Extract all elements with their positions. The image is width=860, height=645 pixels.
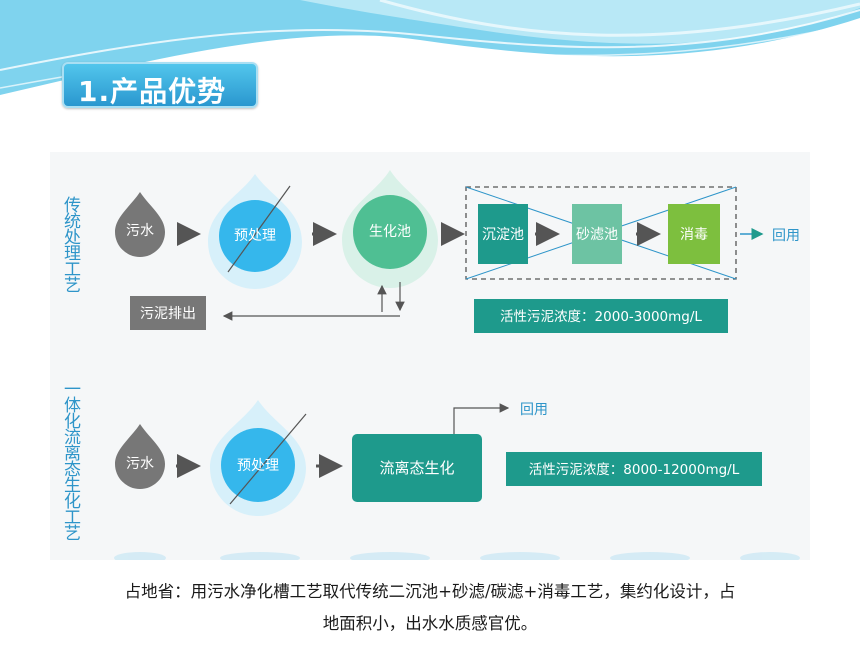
integrated-sewage-label: 污水 [126, 456, 154, 472]
bottom-decoration [114, 552, 800, 560]
disinfect-box [668, 204, 720, 264]
caption-line-1: 占地省：用污水净化槽工艺取代传统二沉池+砂滤/碳滤+消毒工艺，集约化设计，占 [124, 582, 736, 601]
fluid-bio-label: 流离态生化 [379, 459, 454, 477]
traditional-sewage-drop: 污水 [115, 192, 165, 257]
sludge-out-label: 污泥排出 [140, 306, 196, 322]
integrated-sewage-drop: 污水 [115, 424, 165, 489]
process-comparison-diagram: 传统处理工艺 一体化流离态生化工艺 污水 预处理 [50, 152, 810, 560]
traditional-pretreat-drop: 预处理 [208, 174, 302, 289]
integrated-process-label: 一体化流离态生化工艺 [60, 380, 80, 540]
integrated-concentration-label: 活性污泥浓度：8000-12000mg/L [529, 462, 740, 478]
integrated-process-label-text: 一体化流离态生化工艺 [60, 380, 80, 540]
header-wave-decoration [0, 0, 860, 95]
traditional-process-label-text: 传统处理工艺 [60, 196, 80, 292]
traditional-process-label: 传统处理工艺 [60, 196, 80, 292]
integrated-pretreat-drop: 预处理 [210, 400, 307, 516]
caption-line-2: 地面积小，出水水质感官优。 [322, 614, 538, 633]
sludge-out-box [130, 296, 206, 330]
traditional-pretreat-label: 预处理 [234, 228, 276, 244]
integrated-reuse-label: 回用 [520, 402, 548, 418]
traditional-sewage-label: 污水 [126, 223, 154, 239]
integrated-concentration-box [506, 452, 762, 486]
sand-filter-box [572, 204, 622, 264]
section-title-box: 1.产品优势 [62, 62, 258, 108]
fluid-bio-box [352, 434, 482, 502]
traditional-concentration-box [474, 299, 728, 333]
bio-tank-drop: 生化池 [342, 170, 438, 288]
traditional-reuse-label: 回用 [772, 228, 800, 244]
sediment-tank-label: 沉淀池 [482, 227, 524, 243]
traditional-concentration-label: 活性污泥浓度：2000-3000mg/L [500, 309, 702, 325]
removed-steps-dashed-box [465, 186, 737, 280]
sediment-tank-box [478, 204, 528, 264]
arrow-to-reuse-integrated [453, 403, 510, 434]
disinfect-label: 消毒 [680, 227, 708, 243]
flow-svg: 污水 预处理 生化池 沉淀池 砂滤池 消毒 回用 [114, 170, 800, 560]
bio-tank-label: 生化池 [369, 224, 411, 240]
integrated-pretreat-label: 预处理 [237, 458, 279, 474]
sand-filter-label: 砂滤池 [576, 227, 618, 243]
section-title: 1.产品优势 [78, 75, 227, 108]
